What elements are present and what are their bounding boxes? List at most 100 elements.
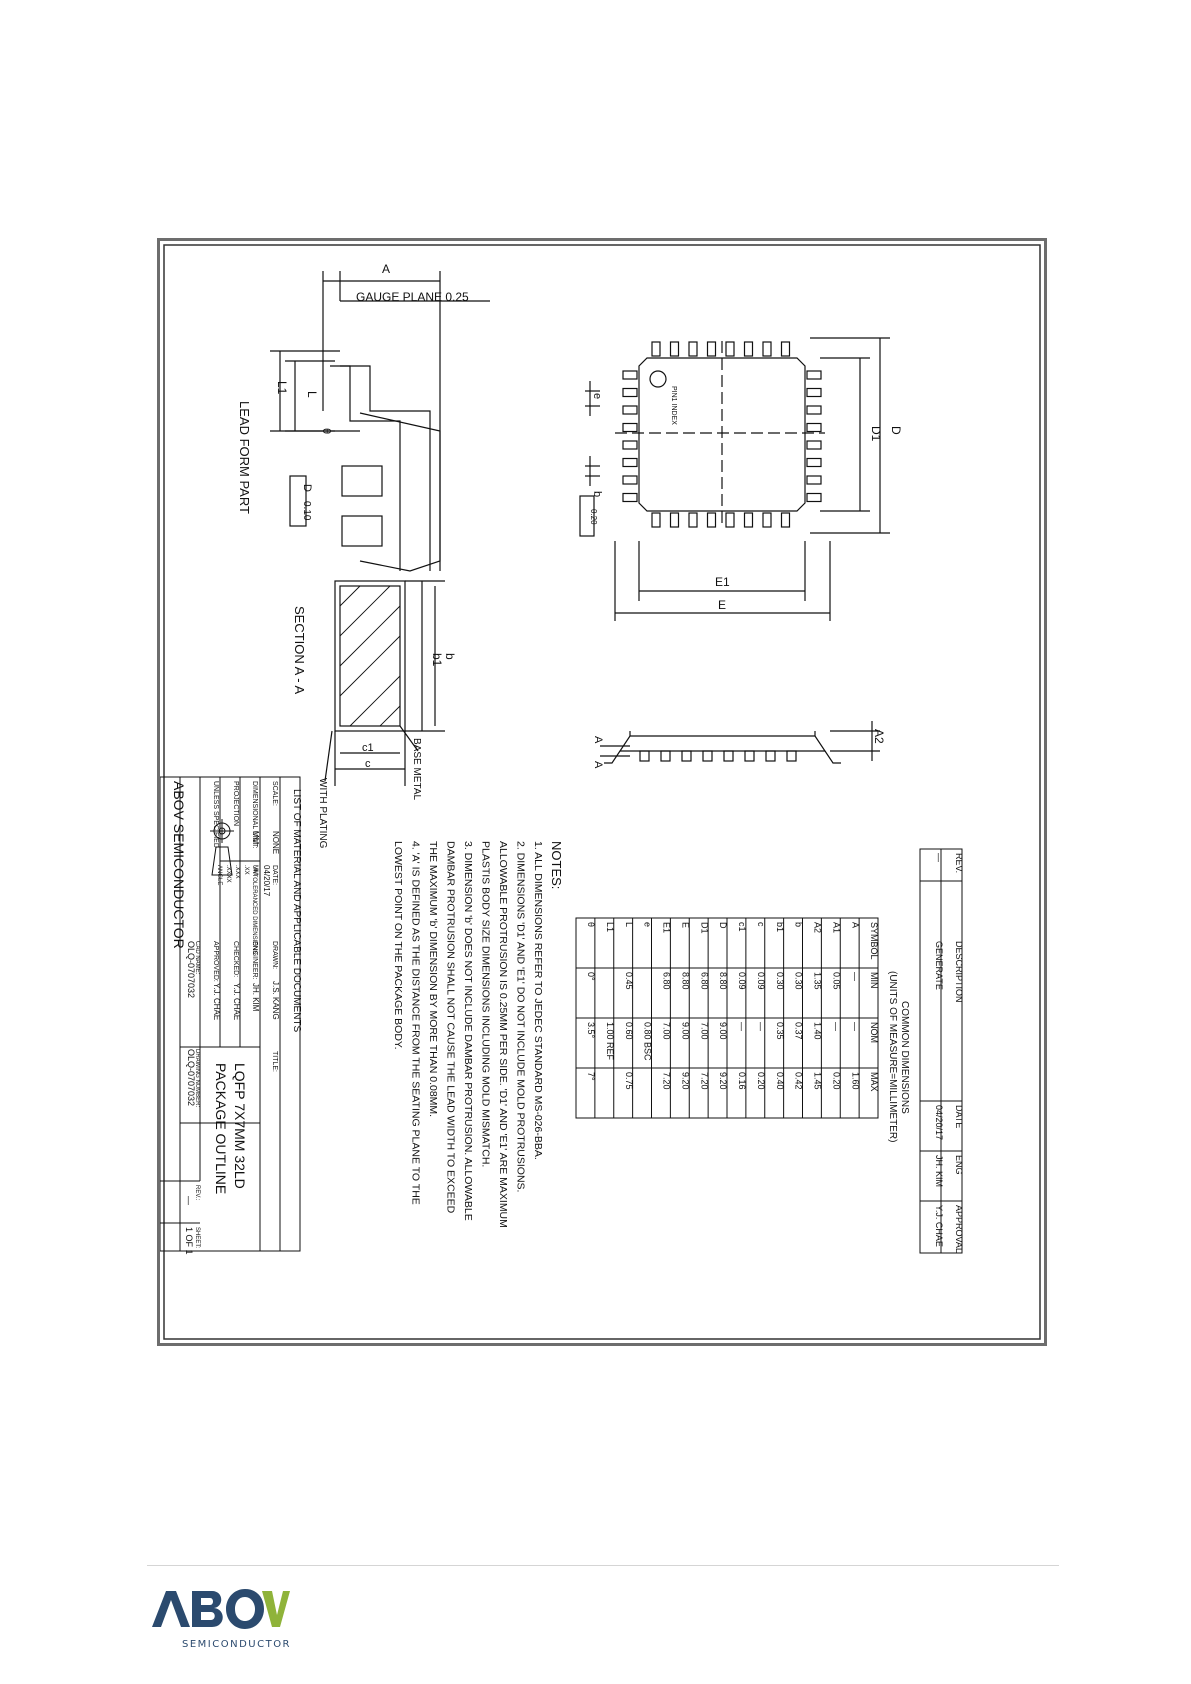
lead-top: [706, 341, 717, 357]
lead-right: [806, 440, 822, 450]
footer-rule: [147, 1565, 1059, 1566]
tolerance-line: .XXX: [234, 865, 240, 879]
dim-table-cell: 0.45: [624, 972, 634, 990]
dim-table-cell: c1: [737, 922, 747, 932]
dim-E-label: E: [718, 598, 726, 612]
note-line: PLASTIS BODY SIZE DIMENSIONS INCLUDING M…: [480, 841, 492, 1167]
dim-table-cell: 9.20: [718, 1072, 728, 1090]
note-line: 3. DIMENSION 'b' DOES NOT INCLUDE DAMBAR…: [462, 841, 474, 1221]
revision-block: REV.DESCRIPTIONDATEENGAPPROVAL—GENERATE0…: [919, 848, 964, 1254]
dim-table-cell: c: [756, 922, 766, 927]
dim-table-cell: 0.75: [624, 1072, 634, 1090]
lead-top: [688, 341, 698, 357]
rev-cell: GENERATE: [934, 941, 944, 990]
dim-table-header: MAX: [869, 1072, 879, 1092]
dim-table-cell: 7.20: [662, 1072, 672, 1090]
lead-bottom: [688, 512, 698, 528]
company-name: ABOV SEMICONDUCTOR: [171, 781, 187, 949]
pin1-index-label: PIN1 INDEX: [670, 386, 677, 425]
dim-table-cell: 1.60: [850, 1072, 860, 1090]
rev-cell: 04/20/17: [934, 1105, 944, 1140]
drawn-value: J.S. KANG: [271, 981, 280, 1020]
lead-right: [806, 492, 822, 503]
rev-cell: —: [934, 853, 944, 862]
note-line: LOWEST POINT ON THE PACKAGE BODY.: [392, 841, 404, 1050]
lead-form-title: LEAD FORM PART: [237, 401, 252, 514]
dim-L-label: L: [305, 391, 319, 398]
lead-top: [762, 341, 772, 357]
approved-value: Y.J. CHAE: [212, 983, 221, 1020]
projection-symbol-icon: [210, 819, 234, 876]
dim-table-cell: 0.05: [831, 972, 841, 990]
dim-table-cell: 0.35: [775, 1022, 785, 1040]
lead-left: [622, 492, 638, 503]
drawn-label: DRAWN:: [271, 941, 278, 969]
sheet-label: SHEET:: [194, 1227, 200, 1248]
date-label: DATE:: [271, 865, 278, 885]
logo-subtitle: SEMICONDUCTOR: [182, 1639, 290, 1650]
lead-top: [669, 341, 680, 357]
dim-table-cell: 9.00: [718, 1022, 728, 1040]
side-lead-bend-right: [824, 750, 841, 764]
dim-b1-section: b1: [430, 653, 444, 667]
dim-table-cell: A1: [831, 922, 841, 933]
dim-table-cell: 0.30: [775, 972, 785, 990]
package-title-line2: PACKAGE OUTLINE: [213, 1063, 229, 1194]
dim-table-cell: 8.80: [718, 972, 728, 990]
section-marker-bottom: A: [592, 761, 604, 769]
dim-table-cell: b1: [775, 922, 785, 932]
dim-table-cell: 1.40: [813, 1022, 823, 1040]
datum-label: D: [301, 484, 313, 492]
rev-cell: JH. KIM: [934, 1155, 944, 1187]
lead-form-part: [270, 271, 490, 572]
tolerance-line: .XXXX: [225, 865, 231, 883]
dim-E1-label: E1: [715, 575, 730, 589]
package-outline-drawing: A GAUGE PLANE 0.25 L L1 θ D 0.10 LEAD FO…: [160, 244, 1041, 1340]
engineer-label: ENGINEER:: [251, 941, 258, 980]
package-title-line1: LQFP 7X7MM 32LD: [232, 1063, 248, 1189]
unless-label: UNLESS SPECIFIED: [212, 781, 219, 848]
lead-left: [622, 422, 638, 433]
side-lead: [765, 750, 776, 762]
dim-c-label: c: [365, 758, 371, 770]
side-lead: [786, 750, 797, 762]
lead-bottom: [669, 512, 680, 528]
tolerance-line: .XX: [243, 865, 249, 875]
dim-table-cell: 9.00: [680, 1022, 690, 1040]
sheet-value: 1 OF 1: [184, 1227, 194, 1255]
checked-label: CHECKED:: [232, 941, 239, 977]
base-metal-label: BASE METAL: [411, 738, 422, 800]
dim-table-cell: —: [737, 1022, 747, 1031]
dim-table-cell: 0.42: [794, 1072, 804, 1090]
dim-table-cell: e: [643, 922, 653, 927]
dim-table-header: NOM: [869, 1022, 879, 1043]
lead-bottom: [651, 512, 661, 528]
dim-table-cell: 8.80: [680, 972, 690, 990]
lead-right: [806, 475, 822, 485]
dim-table-cell: 0.30: [794, 972, 804, 990]
lead-bottom: [725, 512, 735, 528]
rev-header: REV.: [954, 853, 964, 873]
notes-title: NOTES:: [549, 841, 564, 889]
rev-header: ENG: [954, 1155, 964, 1175]
rev-value: —: [184, 1196, 194, 1205]
rev-label: REV.:: [194, 1185, 200, 1200]
dim-table-cell: 1.45: [813, 1072, 823, 1090]
dim-table-cell: D: [718, 922, 728, 929]
dim-table-subtitle: (UNITS OF MEASURE=MILLIMETER): [887, 971, 898, 1142]
dim-table-cell: 0.16: [737, 1072, 747, 1090]
dim-table-cell: 0.20: [756, 1072, 766, 1090]
note-line: ALLOWABLE PROTRUSION IS 0.25MM PER SIDE.…: [497, 841, 509, 1228]
dim-table-cell: 7.00: [699, 1022, 709, 1040]
side-lead: [702, 750, 713, 762]
approved-label: APPROVED:: [212, 941, 219, 982]
lead-left: [622, 405, 638, 415]
section-marker-top: A: [592, 736, 604, 744]
dim-b-section: b: [443, 653, 457, 660]
section-title: SECTION A - A: [292, 606, 307, 694]
title-block: LIST OF MATERIAL AND APPLICABLE DOCUMENT…: [160, 776, 302, 1255]
rev-header: DATE: [954, 1105, 964, 1128]
dim-table-cell: 0.80 BSC: [643, 1022, 653, 1061]
projection-label: PROJECTION: [232, 781, 239, 826]
dim-table-cell: 7.20: [699, 1072, 709, 1090]
